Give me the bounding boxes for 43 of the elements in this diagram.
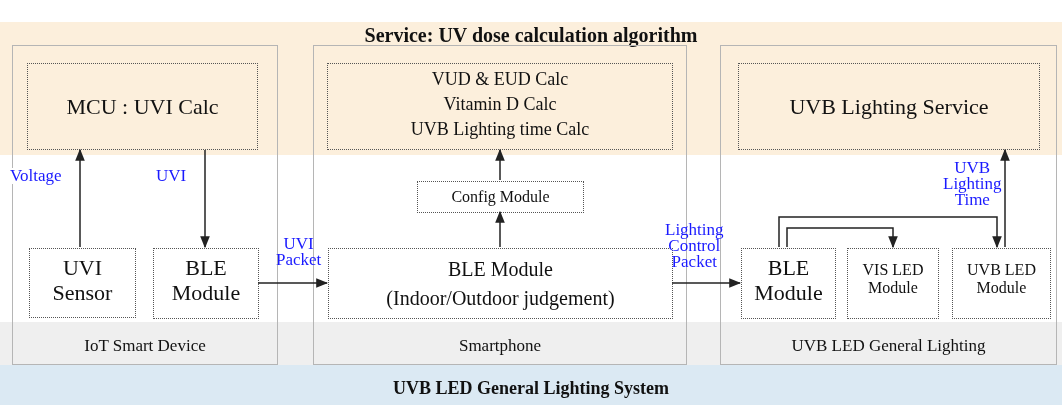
module-box — [741, 248, 836, 319]
arrow — [671, 278, 742, 288]
arrow — [495, 210, 505, 248]
panel-label: UVB LED General Lighting — [791, 336, 986, 356]
node-label: Vitamin D Calc — [443, 94, 557, 115]
node-label: UVB LED Module — [966, 261, 1037, 298]
node-label: BLE Module — [753, 255, 824, 306]
process-box — [27, 63, 258, 150]
arrow — [200, 149, 210, 249]
arrow — [778, 216, 1002, 249]
process-box — [738, 63, 1040, 150]
edge-label: Lighting Control Packet — [665, 222, 724, 271]
module-box — [952, 248, 1051, 319]
module-box — [29, 248, 136, 318]
process-box — [327, 63, 673, 150]
arrow — [257, 278, 329, 288]
panel-label: Smartphone — [458, 336, 542, 356]
arrow — [1000, 148, 1010, 248]
node-label: UVI Sensor — [51, 255, 114, 306]
device-panel — [12, 45, 278, 365]
node-label: Service: UV dose calculation algorithm — [364, 24, 698, 47]
module-box — [153, 248, 259, 319]
node-label: MCU : UVI Calc — [66, 94, 219, 120]
node-label: BLE Module — [170, 255, 242, 306]
node-label: VUD & EUD Calc — [431, 69, 569, 90]
edge-label: Voltage — [10, 168, 62, 185]
node-label: (Indoor/Outdoor judgement) — [386, 287, 615, 310]
arrow — [495, 148, 505, 181]
node-label: BLE Module — [448, 258, 553, 281]
arrow — [786, 227, 898, 249]
edge-label: UVI Packet — [276, 236, 322, 269]
node-label: UVB Lighting time Calc — [410, 119, 590, 140]
module-box — [417, 181, 584, 213]
node-label: VIS LED Module — [861, 261, 925, 298]
panel-label: IoT Smart Device — [84, 336, 206, 356]
service-band — [0, 22, 1062, 155]
node-label: Config Module — [451, 188, 550, 207]
module-box — [847, 248, 939, 319]
edge-label: UVB Lighting Time — [943, 160, 1002, 209]
arrow — [75, 148, 85, 248]
system-band — [0, 365, 1062, 405]
node-label: UVB Lighting Service — [789, 94, 989, 120]
node-label: UVB LED General Lighting System — [393, 378, 669, 399]
